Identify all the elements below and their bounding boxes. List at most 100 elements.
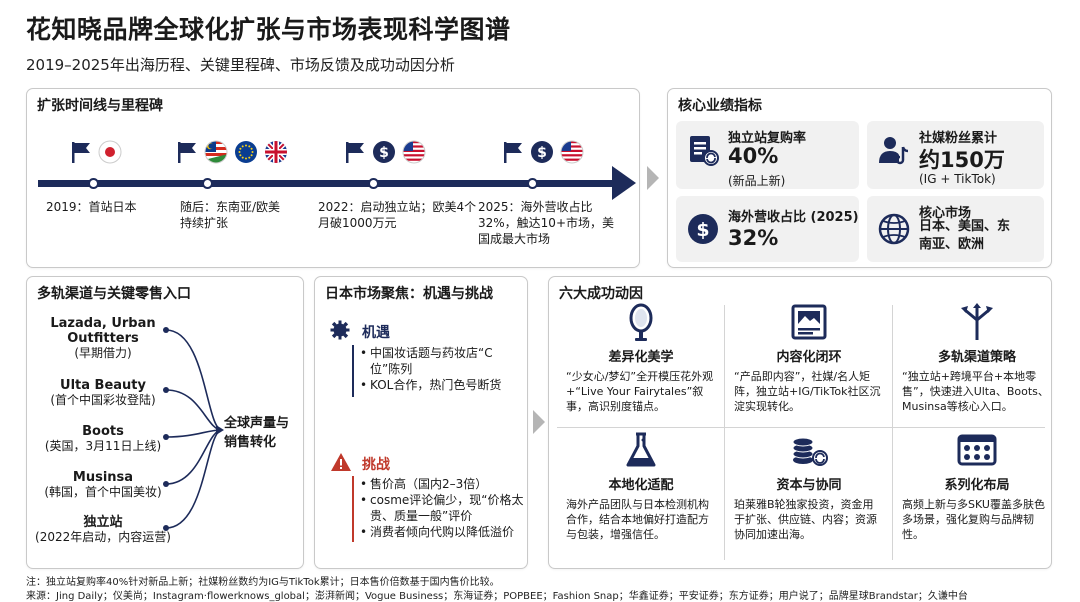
kpi-card-core-markets: 核心市场 日本、美国、东南亚、欧洲 [867, 196, 1044, 262]
list-item: 中国妆话题与药妆店“C位”陈列 [360, 345, 520, 377]
list-item: cosme评论偏少，现“价格太贵、质量一般”评价 [360, 492, 525, 524]
channel-note: (2022年启动，内容运营) [35, 530, 171, 544]
channel-ulta: Ulta Beauty (首个中国彩妆登陆) [28, 378, 178, 408]
kpi-panel: 核心业绩指标 独立站复购率 40% (新品上新) 社媒粉丝累计 约150万 (I… [667, 88, 1052, 268]
kpi-value-followers: 约150万 [919, 148, 1005, 172]
repeat-order-icon [690, 136, 719, 166]
connector-arrow-right [647, 166, 659, 190]
mirror-icon [629, 303, 653, 341]
timeline-event-1-text: 2019：首站日本 [46, 200, 137, 214]
factor-title: 系列化布局 [944, 478, 1010, 493]
dollar-icon: $ [688, 214, 718, 244]
kpi-note-followers: (IG + TikTok) [919, 172, 996, 186]
timeline-event-4-text: 2025：海外营收占比32%，触达10+市场，美国成最大市场 [478, 200, 614, 246]
channel-boots: Boots (英国，3月11日上线) [28, 424, 178, 454]
footnote-note: 注：独立站复购率40%针对新品上新；社媒粉丝数约为IG与TikTok累计；日本售… [26, 577, 500, 588]
user-tiktok-icon [879, 137, 909, 165]
kpi-label-followers: 社媒粉丝累计 [919, 131, 998, 146]
kpi-card-followers: 社媒粉丝累计 约150万 (IG + TikTok) [867, 121, 1044, 189]
kpi-label-overseas-revenue: 海外营收占比 (2025) [728, 210, 859, 225]
timeline-dot-4 [527, 178, 538, 189]
japan-challenge-label: 挑战 [362, 457, 390, 473]
channel-name: Musinsa [72, 470, 134, 485]
svg-text:$: $ [537, 145, 547, 161]
factor-desc: 海外产品团队与日本检测机构合作，结合本地偏好打造配方与包装，增强信任。 [566, 498, 709, 541]
factor-differentiated-aesthetics: 差异化美学 “少女心/梦幻”全开模压花外观+“Live Your Fairyta… [556, 302, 726, 414]
channel-name: Ulta Beauty [60, 378, 146, 393]
factor-desc: “产品即内容”，社媒/名人矩阵，独立站+IG/TikTok社区沉淀实现转化。 [734, 370, 881, 413]
kpi-label-core-markets: 核心市场 [919, 206, 972, 221]
timeline-dot-2 [202, 178, 213, 189]
flag-icon [72, 142, 90, 163]
factor-title: 资本与协同 [776, 478, 842, 493]
timeline-axis [38, 180, 618, 187]
divider-v2 [892, 305, 893, 560]
us-flag-icon [560, 140, 584, 164]
flag-icon [178, 142, 196, 163]
kpi-value-core-markets: 日本、美国、东南亚、欧洲 [919, 219, 1011, 252]
list-item: 售价高（国内2–3倍） [360, 476, 525, 492]
factor-content-loop: 内容化闭环 “产品即内容”，社媒/名人矩阵，独立站+IG/TikTok社区沉淀实… [724, 302, 894, 414]
page-title: 花知晓品牌全球化扩张与市场表现科学图谱 [26, 15, 511, 44]
warning-icon [331, 453, 351, 471]
factor-capital-synergy: 资本与协同 珀莱雅B轮独家投资，资金用于扩张、供应链、内容；资源协同加速出海。 [724, 430, 894, 542]
factor-desc: 高频上新与多SKU覆盖多肤色多场景，强化复购与品牌韧性。 [902, 498, 1045, 541]
channels-header: 多轨渠道与关键零售入口 [37, 286, 191, 302]
channel-name: Lazada, Urban Outfitters [50, 316, 156, 346]
connector-arrow-right [533, 410, 545, 434]
dollar-icon: $ [373, 141, 395, 163]
channel-target: 全球声量与销售转化 [224, 416, 290, 450]
globe-icon [878, 213, 910, 245]
dollar-icon: $ [531, 141, 553, 163]
timeline-event-1-icons [70, 140, 122, 164]
list-item: 消费者倾向代购以降低溢价 [360, 524, 525, 540]
factor-multi-channel: 多轨渠道策略 “独立站+跨境平台+本地零售”，快速进入Ulta、Boots、Mu… [892, 302, 1062, 414]
timeline-event-4-icons: $ [502, 140, 584, 164]
list-item: KOL合作，热门色号断货 [360, 377, 520, 393]
channel-musinsa: Musinsa (韩国，首个中国美妆) [28, 470, 178, 500]
japan-header: 日本市场聚焦：机遇与挑战 [325, 286, 493, 302]
palette-icon [957, 434, 997, 466]
timeline-header: 扩张时间线与里程碑 [37, 98, 163, 114]
malaysia-flag-icon [204, 140, 228, 164]
channel-lazada-uo: Lazada, Urban Outfitters (早期借力) [28, 316, 178, 361]
factor-title: 本地化适配 [608, 478, 674, 493]
channel-name: 独立站 [83, 515, 123, 530]
flag-icon [504, 142, 522, 163]
channel-note: (首个中国彩妆登陆) [50, 393, 156, 407]
us-flag-icon [402, 140, 426, 164]
factor-series-layout: 系列化布局 高频上新与多SKU覆盖多肤色多场景，强化复购与品牌韧性。 [892, 430, 1062, 542]
timeline-event-2-icons [176, 140, 288, 164]
channels-panel: 多轨渠道与关键零售入口 [26, 276, 304, 569]
factor-title: 差异化美学 [608, 350, 674, 365]
svg-text:$: $ [696, 219, 709, 241]
footnote-sources: 来源：Jing Daily；仪美尚；Instagram·flowerknows_… [26, 591, 968, 602]
channel-note: (韩国，首个中国美妆) [44, 485, 162, 499]
timeline-event-2-text: 随后：东南亚/欧美持续扩张 [180, 200, 281, 230]
divider-v1 [724, 305, 725, 560]
factor-desc: “独立站+跨境平台+本地零售”，快速进入Ulta、Boots、Musinsa等核… [902, 370, 1049, 413]
flask-icon [626, 432, 656, 467]
kpi-card-repurchase: 独立站复购率 40% (新品上新) [676, 121, 859, 189]
factors-header: 六大成功动因 [559, 286, 643, 302]
japan-opportunity-list: 中国妆话题与药妆店“C位”陈列 KOL合作，热门色号断货 [360, 345, 520, 393]
timeline-panel: 扩张时间线与里程碑 [26, 88, 640, 268]
timeline-event-3-text: 2022：启动独立站；欧美4个月破1000万元 [318, 200, 477, 230]
channel-connector-curves [163, 327, 224, 531]
timeline-dot-1 [88, 178, 99, 189]
gear-badge-icon [330, 320, 350, 340]
challenge-rule [352, 476, 354, 542]
factor-desc: “少女心/梦幻”全开模压花外观+“Live Your Fairytales”叙事… [566, 370, 714, 413]
uk-flag-icon [265, 141, 287, 163]
factors-panel: 六大成功动因 [548, 276, 1052, 569]
kpi-header: 核心业绩指标 [678, 98, 762, 114]
japan-challenge-list: 售价高（国内2–3倍） cosme评论偏少，现“价格太贵、质量一般”评价 消费者… [360, 476, 525, 540]
factor-desc: 珀莱雅B轮独家投资，资金用于扩张、供应链、内容；资源协同加速出海。 [734, 498, 877, 541]
channel-note: (早期借力) [74, 346, 132, 360]
channel-note: (英国，3月11日上线) [44, 439, 162, 453]
japan-flag-icon [98, 140, 122, 164]
eu-flag-icon [235, 141, 257, 163]
page-subtitle: 2019–2025年出海历程、关键里程碑、市场反馈及成功动因分析 [26, 56, 455, 74]
timeline-event-3-icons: $ [344, 140, 426, 164]
factor-title: 多轨渠道策略 [937, 350, 1016, 365]
